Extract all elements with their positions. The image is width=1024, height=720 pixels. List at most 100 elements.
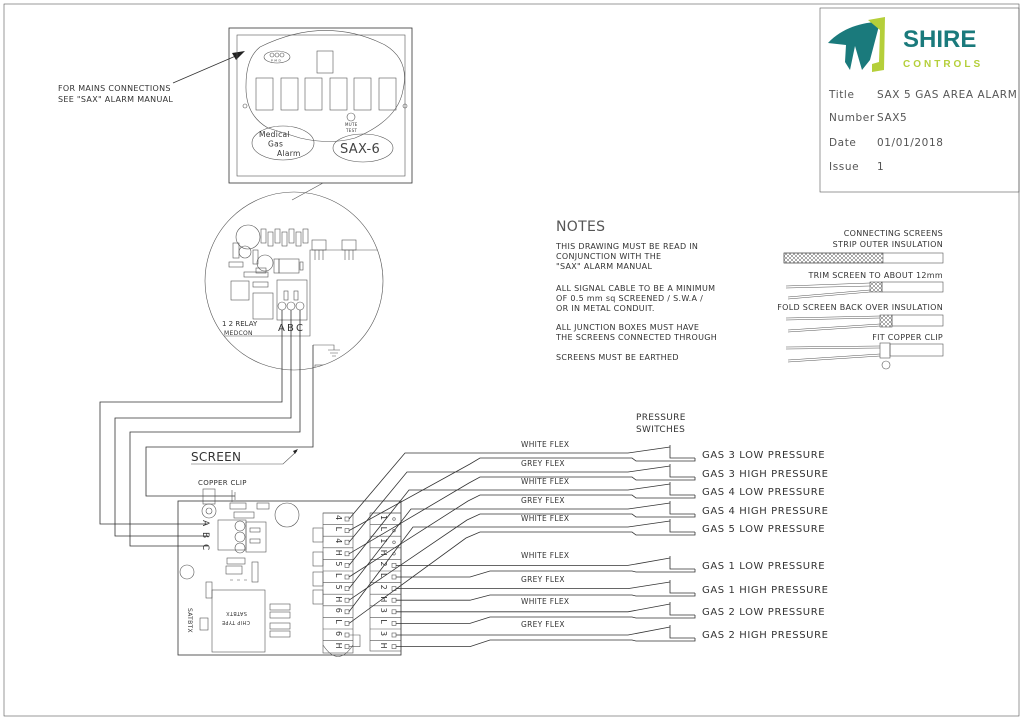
gas-pressure-label: GAS 3 LOW PRESSURE [702, 450, 825, 461]
screw-icon [402, 103, 408, 109]
terminal-label: 2 [379, 561, 388, 566]
title-row-label: Number [829, 112, 875, 124]
wire-signal [396, 625, 695, 639]
terminal-label: 1 [379, 538, 388, 543]
note-line: CONJUNCTION WITH THE [556, 252, 661, 261]
terminal-screw-icon [344, 528, 350, 533]
medical-label: Medical [259, 130, 290, 139]
terminal-label: 6 [334, 631, 343, 636]
wire-signal [348, 519, 695, 613]
medcon-label: MEDCON [224, 330, 253, 337]
mute-test-button [346, 112, 356, 122]
terminal-screw-icon [391, 597, 397, 603]
flex-label: GREY FLEX [521, 459, 565, 468]
relay-label: 1 2 RELAY [222, 320, 258, 328]
display-segment [304, 77, 323, 111]
sax-control-board: COPPER CLIP CHIP TYPE SATBTX SATBTX ABC [177, 479, 402, 657]
pressure-switch-circuit: GREY FLEX GAS 1 HIGH PRESSURE [396, 575, 829, 601]
title-row-label: Issue [829, 161, 859, 173]
copper-clip-label: COPPER CLIP [198, 479, 247, 487]
terminal-label: 3 [379, 608, 388, 613]
step4-label: FIT COPPER CLIP [872, 333, 943, 342]
terminal-label: L [334, 527, 343, 532]
wire-return [348, 494, 696, 578]
wire-return [348, 531, 696, 624]
earth-icon [313, 344, 340, 357]
terminal-screw-icon [344, 563, 350, 568]
signal-cables [99, 310, 314, 547]
display-segment [353, 77, 372, 111]
screw-icon [242, 103, 248, 109]
wire-return [396, 615, 696, 624]
board-terminal-label: C [200, 544, 210, 551]
led-labels: P M D [271, 59, 282, 63]
wire-signal [348, 445, 695, 520]
connecting-screens-heading: CONNECTING SCREENS [844, 229, 943, 238]
display-segment [255, 77, 274, 111]
title-row-value: SAX 5 GAS AREA ALARM [877, 89, 1017, 101]
mains-arrow-line [172, 54, 239, 84]
chip-type-label: CHIP TYPE [222, 619, 250, 625]
test-label: TEST [345, 128, 357, 133]
terminal-screw-icon [344, 632, 350, 638]
note-line: OR IN METAL CONDUIT. [556, 304, 655, 313]
terminal-label: H [334, 550, 343, 556]
note-line: ALL JUNCTION BOXES MUST HAVE [556, 323, 699, 332]
terminal-label: 5 [334, 585, 343, 590]
wire-signal [348, 464, 695, 543]
terminal-label: H [379, 596, 388, 602]
display-segment [280, 77, 299, 111]
logo-text-shire: SHIRE [903, 26, 976, 53]
step2-label: TRIM SCREEN TO ABOUT 12mm [807, 271, 943, 280]
terminal-screw-icon [344, 551, 350, 557]
pressure-switches-title-1: PRESSURE [636, 413, 686, 423]
terminal-c-label: C [296, 323, 303, 334]
board-terminal-label: A [200, 520, 210, 527]
gas-pressure-label: GAS 1 HIGH PRESSURE [702, 585, 829, 596]
title-row-label: Date [829, 137, 857, 149]
terminal-label: H [334, 596, 343, 602]
note-line: OF 0.5 mm sq SCREENED / S.W.A / [556, 294, 703, 303]
flex-label: WHITE FLEX [521, 597, 569, 606]
notes-section: NOTES THIS DRAWING MUST BE READ INCONJUN… [555, 219, 717, 362]
logo-text-controls: CONTROLS [903, 59, 983, 70]
board-terminal-label: B [200, 532, 210, 538]
gas-pressure-label: GAS 2 HIGH PRESSURE [702, 630, 829, 641]
terminal-screw-icon [391, 609, 397, 615]
terminal-label: H [379, 643, 388, 649]
terminal-label: 6 [334, 608, 343, 613]
terminal-label: L [379, 527, 388, 532]
terminal-screw-icon [391, 574, 397, 580]
terminal-screw-icon [344, 586, 350, 591]
terminal-label: 4 [334, 538, 343, 543]
satbtx-label: SATBTX [186, 608, 193, 633]
drawing-frame [3, 3, 1020, 717]
terminal-label: H [334, 643, 343, 649]
model-label: SAX-6 [340, 142, 380, 157]
pressure-switch-circuit: WHITE FLEX GAS 3 LOW PRESSURE [348, 440, 825, 531]
note-line: SCREENS MUST BE EARTHED [556, 353, 679, 362]
wire-signal [396, 602, 695, 616]
wire-signal [396, 556, 695, 570]
flex-label: GREY FLEX [521, 575, 565, 584]
wire-signal [396, 580, 695, 594]
wire-return [396, 638, 696, 647]
terminal-label: L [379, 619, 388, 624]
wire-signal [348, 482, 695, 566]
terminal-a-label: A [278, 323, 285, 334]
wire-return [348, 513, 696, 601]
flex-label: WHITE FLEX [521, 477, 569, 486]
terminal-label: 3 [379, 631, 388, 636]
terminal-screw-icon [391, 563, 397, 568]
flex-label: GREY FLEX [521, 620, 565, 629]
wire-return [348, 457, 696, 531]
pressure-switches-title-2: SWITCHES [636, 425, 685, 435]
wire-return [348, 476, 696, 555]
panel-window [316, 50, 334, 74]
wire-return [396, 593, 696, 601]
